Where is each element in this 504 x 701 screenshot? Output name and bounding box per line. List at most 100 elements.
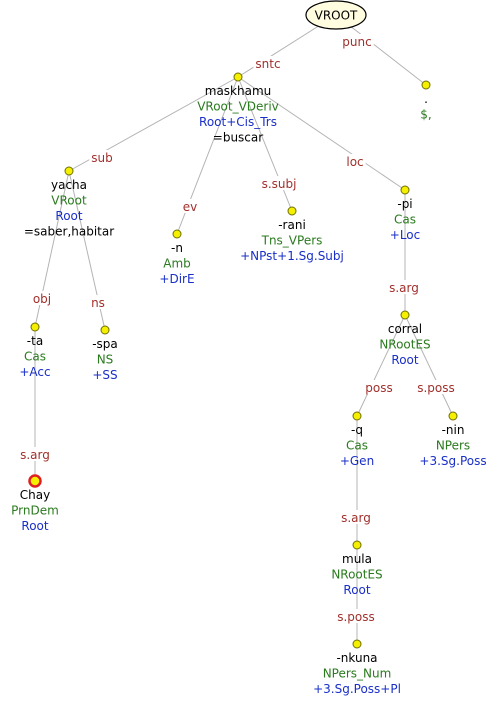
edge-label-bg <box>344 154 366 168</box>
edge-label-bg <box>18 447 52 461</box>
node-word: -pi <box>397 197 412 211</box>
node-pos: VRoot_VDeriv <box>197 100 279 114</box>
edge-label-mula[interactable]: s.arg <box>341 511 371 525</box>
node-features: +Acc <box>19 365 50 379</box>
selected-node-dot[interactable] <box>28 474 42 488</box>
node-word: yacha <box>51 178 87 192</box>
node-pos: NPers_Num <box>323 667 392 681</box>
node-pos: NRootES <box>331 568 382 582</box>
edge-label-bg <box>339 510 373 524</box>
node-word: -q <box>351 423 363 437</box>
node-dot[interactable] <box>233 72 243 82</box>
edge-label-maskhamu[interactable]: sntc <box>255 57 280 71</box>
node-pos: NPers <box>436 439 470 453</box>
edge-label-corral[interactable]: s.arg <box>389 281 419 295</box>
edge-label-rani[interactable]: s.subj <box>262 177 297 191</box>
node-features: +3.Sg.Poss+Pl <box>313 682 401 696</box>
node-pos: VRoot <box>51 194 87 208</box>
node-features: +SS <box>92 368 117 382</box>
node-pos: Amb <box>163 257 191 271</box>
edge-label-yacha[interactable]: sub <box>91 151 112 165</box>
node-word: . <box>424 92 428 106</box>
edge-label-bg <box>89 295 107 309</box>
node-word: Chay <box>20 488 50 502</box>
tree-node-root[interactable]: VROOT <box>305 0 367 30</box>
node-dot[interactable] <box>448 411 458 421</box>
node-dot[interactable] <box>30 322 40 332</box>
node-features: +DirE <box>159 272 194 286</box>
node-features: +3.Sg.Poss <box>419 454 486 468</box>
node-pos: NS <box>97 353 114 367</box>
edge-label-bg <box>387 280 421 294</box>
node-gloss: =saber,habitar <box>24 225 114 239</box>
node-dot[interactable] <box>287 206 297 216</box>
edge-label-spa[interactable]: ns <box>91 296 105 310</box>
edge-labels-layer: sntc punc sub ev s.subj loc obj ns s.arg s.arg pos… <box>18 34 457 624</box>
edge-label-nkuna[interactable]: s.poss <box>337 610 375 624</box>
node-word: mula <box>342 552 372 566</box>
node-word: -n <box>171 241 183 255</box>
node-dot[interactable] <box>421 80 431 90</box>
edge-label-nin[interactable]: s.poss <box>417 381 455 395</box>
node-features: Root <box>343 583 370 597</box>
node-features: Root <box>391 353 418 367</box>
node-dot[interactable] <box>64 166 74 176</box>
node-dot[interactable] <box>352 540 362 550</box>
root-node-ellipse[interactable] <box>305 0 367 30</box>
node-dot[interactable] <box>400 310 410 320</box>
node-pos: Cas <box>346 439 368 453</box>
node-dot[interactable] <box>352 639 362 649</box>
edge-label-q[interactable]: poss <box>365 381 392 395</box>
node-features: Root+Cis_Trs <box>199 115 277 129</box>
edge-label-n[interactable]: ev <box>183 200 197 214</box>
edge-label-bg <box>89 150 115 164</box>
node-word: -spa <box>92 337 118 351</box>
edge-line-nin <box>404 314 454 417</box>
nodes-layer: VROOT maskhamuVRoot_VDerivRoot+Cis_Trs=bu… <box>11 0 487 696</box>
edge-label-punct[interactable]: punc <box>342 35 371 49</box>
edge-label-bg <box>340 34 374 48</box>
node-dot[interactable] <box>172 229 182 239</box>
edge-label-bg <box>415 380 457 394</box>
edge-label-bg <box>30 291 54 305</box>
node-pos: Tns_VPers <box>261 234 323 248</box>
edge-label-chay[interactable]: s.arg <box>20 448 50 462</box>
node-features: Root <box>21 519 48 533</box>
node-word: -ta <box>27 334 43 348</box>
edge-line-q <box>356 314 406 417</box>
node-pos: Cas <box>24 350 46 364</box>
node-features: +Gen <box>340 454 374 468</box>
edge-label-ta[interactable]: obj <box>33 292 51 306</box>
node-features: +NPst+1.Sg.Subj <box>240 249 344 263</box>
root-label: VROOT <box>315 9 358 23</box>
node-pos: $, <box>420 108 431 122</box>
edge-label-bg <box>335 609 377 623</box>
tree-node-punct[interactable]: . $, <box>420 80 432 122</box>
node-dot[interactable] <box>352 411 362 421</box>
edges-layer <box>34 14 454 644</box>
node-word: -nin <box>442 423 465 437</box>
edge-label-bg <box>180 199 200 213</box>
node-dot[interactable] <box>100 325 110 335</box>
edge-label-pi[interactable]: loc <box>346 155 363 169</box>
node-dot[interactable] <box>400 185 410 195</box>
node-pos: PrnDem <box>11 504 59 518</box>
node-features: +Loc <box>390 228 420 242</box>
node-pos: NRootES <box>379 338 430 352</box>
node-word: -nkuna <box>336 651 377 665</box>
edge-label-bg <box>253 56 283 70</box>
